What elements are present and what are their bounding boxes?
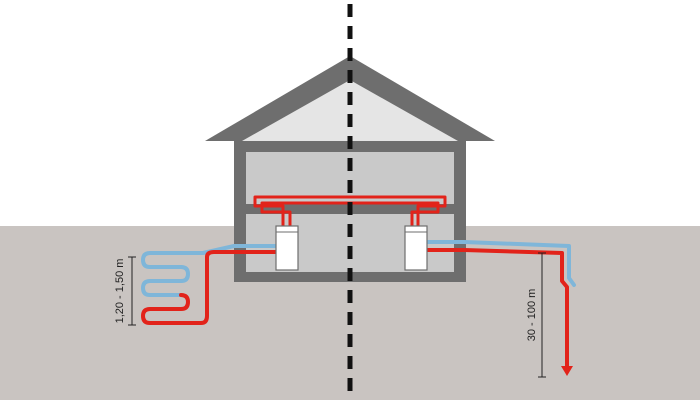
attic-space <box>242 80 458 141</box>
probe-hot-line <box>423 248 569 368</box>
vertical-ground-probe <box>423 240 576 376</box>
collector-depth-dimension: 1,20 - 1,50 m <box>114 256 136 326</box>
collector-cold-loop <box>141 244 278 297</box>
collector-depth-label: 1,20 - 1,50 m <box>114 259 126 324</box>
probe-tip-arrow-down-icon <box>561 366 573 376</box>
probe-cold-line <box>423 240 576 287</box>
floor-heating-pipe-outer <box>253 195 447 226</box>
right-heat-pump-unit-icon <box>404 225 428 271</box>
horizontal-collector <box>141 244 278 325</box>
probe-depth-dimension: 30 - 100 m <box>526 252 546 378</box>
left-heat-pump-unit-icon <box>275 225 299 271</box>
collector-hot-loop <box>141 250 278 325</box>
probe-depth-label: 30 - 100 m <box>526 289 538 342</box>
